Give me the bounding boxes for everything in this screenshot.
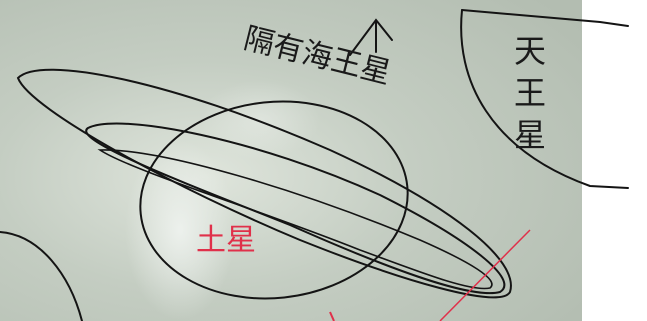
arrow-icon — [349, 18, 393, 56]
left-planet-arc — [0, 231, 83, 321]
red-tick-mark — [329, 311, 335, 321]
paper-glare — [125, 140, 235, 320]
saturn-ring-inner — [97, 149, 493, 290]
paper-glare-2 — [200, 80, 320, 160]
uranus-boundary-line — [461, 9, 629, 27]
uranus-label: 天王星 — [509, 34, 547, 160]
right-white-margin — [582, 0, 647, 321]
red-ray-line — [439, 229, 531, 321]
uranus-arc-line — [460, 9, 629, 189]
saturn-ring-middle — [85, 122, 506, 295]
saturn-label: 土星 — [196, 223, 256, 258]
saturn-ring-outer — [16, 68, 512, 299]
saturn-planet-outline — [139, 100, 409, 300]
